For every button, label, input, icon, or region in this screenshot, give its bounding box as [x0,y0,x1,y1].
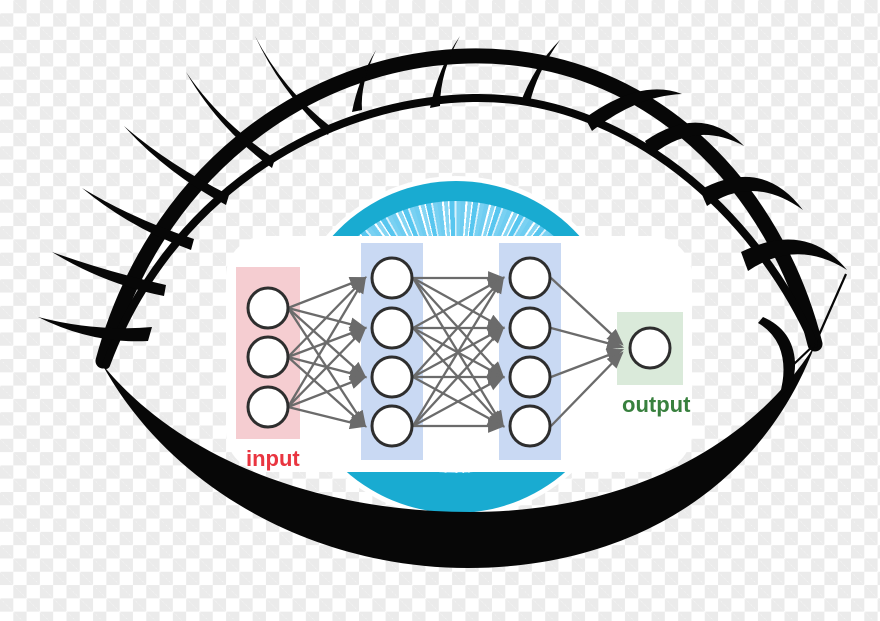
eyelash [255,36,331,135]
corner-eyelash [758,317,796,397]
upper-lid-inner-arc [102,93,818,369]
connections-input-hidden1 [287,276,368,430]
neuron-node [628,326,672,370]
neuron-node [370,404,414,448]
input-layer-label: input [246,446,300,471]
eyelash [186,72,275,168]
eyelash [52,252,166,296]
top-eyelashes [352,36,560,112]
neuron-node [370,256,414,300]
eyelash [124,126,229,205]
neuron-node [246,385,290,429]
neural-network-diagram: input output [236,243,691,471]
neuron-node [508,404,552,448]
eyelash [585,89,682,131]
neuron-nodes [246,256,672,448]
eyelash [741,239,847,271]
eyelash [352,50,376,112]
corner-line [793,343,816,365]
neuron-node [508,355,552,399]
connections-hidden1-hidden2 [412,271,506,433]
connections-hidden2-output [550,277,625,427]
lower-lid [102,345,815,568]
left-eyelashes [38,36,331,342]
neuron-node [370,355,414,399]
eyelash [430,36,460,108]
neuron-node [508,306,552,350]
eyelash [700,176,803,210]
output-layer-label: output [622,392,691,417]
eyelash [645,122,744,155]
eye-outline-drawing [38,36,848,568]
neuron-node [508,256,552,300]
eyelash [82,188,194,250]
right-eyelashes [585,89,848,397]
eyelash [38,317,152,342]
eyelash [520,40,560,104]
neuron-node [246,335,290,379]
upper-lid-outer-arc [95,48,823,369]
corner-line [813,273,848,345]
neuron-node [370,306,414,350]
neuron-node [246,286,290,330]
